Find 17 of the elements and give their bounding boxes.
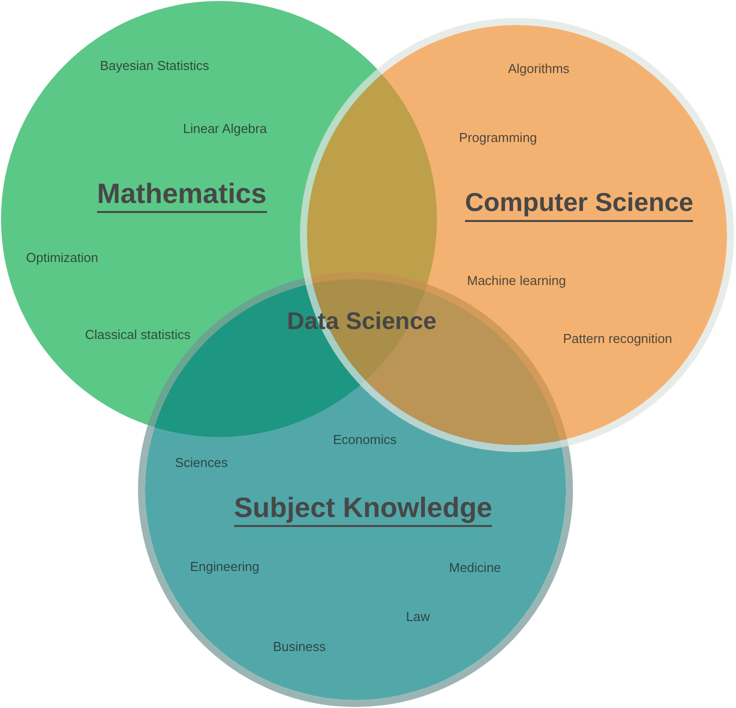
topic-label: Bayesian Statistics: [100, 58, 210, 74]
circle-heading: Computer Science: [465, 187, 694, 222]
topic-label: Programming: [459, 130, 538, 146]
topic-label: Law: [406, 609, 430, 625]
topic-label: Linear Algebra: [183, 121, 267, 137]
topic-label: Business: [273, 639, 326, 655]
topic-label: Machine learning: [467, 273, 566, 289]
circle-heading: Mathematics: [97, 178, 267, 213]
topic-label: Pattern recognition: [563, 331, 672, 347]
topic-label: Medicine: [449, 560, 502, 576]
topic-label: Sciences: [175, 455, 228, 471]
topic-label: Algorithms: [508, 61, 570, 77]
topic-label: Engineering: [190, 559, 260, 575]
circle-heading: Subject Knowledge: [234, 492, 492, 527]
topic-label: Optimization: [26, 250, 98, 266]
topic-label: Classical statistics: [85, 327, 190, 343]
topic-label: Economics: [333, 432, 397, 448]
